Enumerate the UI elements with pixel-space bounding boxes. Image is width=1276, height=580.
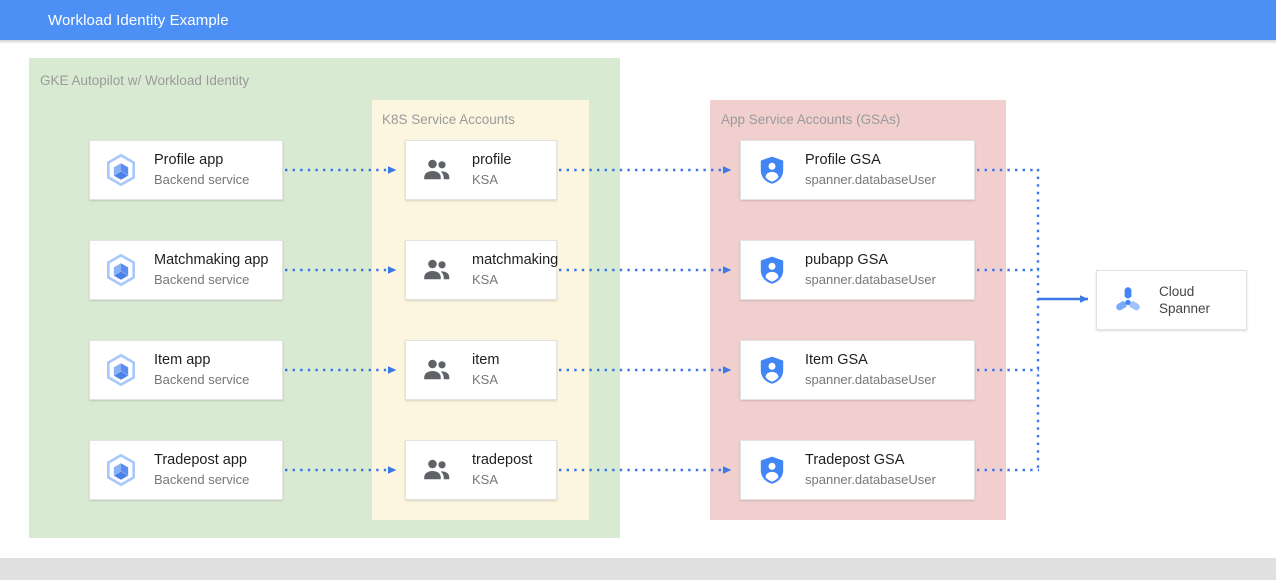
card-subtitle: KSA	[472, 372, 499, 387]
card-ksa-matchmaking[interactable]: matchmaking KSA	[405, 240, 558, 300]
card-gsa-item[interactable]: Item GSA spanner.databaseUser	[740, 340, 975, 400]
card-subtitle: Backend service	[154, 472, 250, 487]
card-gsa-tradepost-text: Tradepost GSA spanner.databaseUser	[805, 451, 936, 489]
card-title: Matchmaking app	[154, 252, 269, 268]
card-title: Tradepost GSA	[805, 452, 905, 468]
card-app-tradepost-text: Tradepost app Backend service	[154, 451, 249, 489]
card-app-tradepost[interactable]: Tradepost app Backend service	[89, 440, 283, 500]
shield-person-icon	[751, 149, 793, 191]
card-cloud-spanner-text: Cloud Spanner	[1159, 283, 1210, 317]
card-subtitle: spanner.databaseUser	[805, 272, 936, 287]
card-subtitle: Backend service	[154, 172, 250, 187]
card-title: tradepost	[472, 452, 533, 468]
footer-strip	[0, 558, 1276, 580]
card-title: item	[472, 352, 500, 368]
card-subtitle: KSA	[472, 172, 499, 187]
card-subtitle: spanner.databaseUser	[805, 372, 936, 387]
card-ksa-profile[interactable]: profile KSA	[405, 140, 557, 200]
card-gsa-pubapp-text: pubapp GSA spanner.databaseUser	[805, 251, 936, 289]
card-subtitle: Backend service	[154, 372, 250, 387]
gke-workload-cube-icon	[100, 149, 142, 191]
card-app-profile[interactable]: Profile app Backend service	[89, 140, 283, 200]
card-subtitle: KSA	[472, 472, 499, 487]
titlebar-shadow	[0, 40, 1276, 44]
card-ksa-item-text: item KSA	[472, 351, 499, 389]
card-ksa-matchmaking-text: matchmaking KSA	[472, 251, 558, 289]
card-ksa-item[interactable]: item KSA	[405, 340, 557, 400]
card-ksa-profile-text: profile KSA	[472, 151, 512, 189]
people-group-icon	[416, 249, 458, 291]
gke-workload-cube-icon	[100, 249, 142, 291]
people-group-icon	[416, 149, 458, 191]
card-cloud-spanner[interactable]: Cloud Spanner	[1096, 270, 1247, 330]
card-title: Item GSA	[805, 352, 868, 368]
gke-workload-cube-icon	[100, 349, 142, 391]
card-gsa-pubapp[interactable]: pubapp GSA spanner.databaseUser	[740, 240, 975, 300]
group-ksa-label: K8S Service Accounts	[382, 112, 515, 127]
card-app-item[interactable]: Item app Backend service	[89, 340, 283, 400]
card-subtitle: KSA	[472, 272, 499, 287]
shield-person-icon	[751, 349, 793, 391]
card-title: profile	[472, 152, 512, 168]
card-ksa-tradepost-text: tradepost KSA	[472, 451, 532, 489]
card-app-matchmaking[interactable]: Matchmaking app Backend service	[89, 240, 283, 300]
group-gke-label: GKE Autopilot w/ Workload Identity	[40, 73, 250, 88]
card-ksa-tradepost[interactable]: tradepost KSA	[405, 440, 557, 500]
window-titlebar: Workload Identity Example	[0, 0, 1276, 40]
card-subtitle: Backend service	[154, 272, 250, 287]
shield-person-icon	[751, 249, 793, 291]
card-title: matchmaking	[472, 252, 559, 268]
card-gsa-profile[interactable]: Profile GSA spanner.databaseUser	[740, 140, 975, 200]
card-title: Profile app	[154, 152, 224, 168]
card-title: Item app	[154, 352, 211, 368]
card-gsa-item-text: Item GSA spanner.databaseUser	[805, 351, 936, 389]
card-gsa-profile-text: Profile GSA spanner.databaseUser	[805, 151, 936, 189]
group-gsa-label: App Service Accounts (GSAs)	[721, 112, 901, 127]
people-group-icon	[416, 349, 458, 391]
card-gsa-tradepost[interactable]: Tradepost GSA spanner.databaseUser	[740, 440, 975, 500]
card-subtitle: spanner.databaseUser	[805, 472, 936, 487]
card-subtitle: spanner.databaseUser	[805, 172, 936, 187]
card-title: Cloud Spanner	[1159, 284, 1211, 316]
card-title: pubapp GSA	[805, 252, 889, 268]
card-title: Tradepost app	[154, 452, 247, 468]
window-title: Workload Identity Example	[48, 11, 229, 29]
people-group-icon	[416, 449, 458, 491]
card-app-item-text: Item app Backend service	[154, 351, 249, 389]
card-app-profile-text: Profile app Backend service	[154, 151, 249, 189]
shield-person-icon	[751, 449, 793, 491]
card-title: Profile GSA	[805, 152, 881, 168]
card-app-matchmaking-text: Matchmaking app Backend service	[154, 251, 268, 289]
gke-workload-cube-icon	[100, 449, 142, 491]
cloud-spanner-icon	[1107, 279, 1149, 321]
